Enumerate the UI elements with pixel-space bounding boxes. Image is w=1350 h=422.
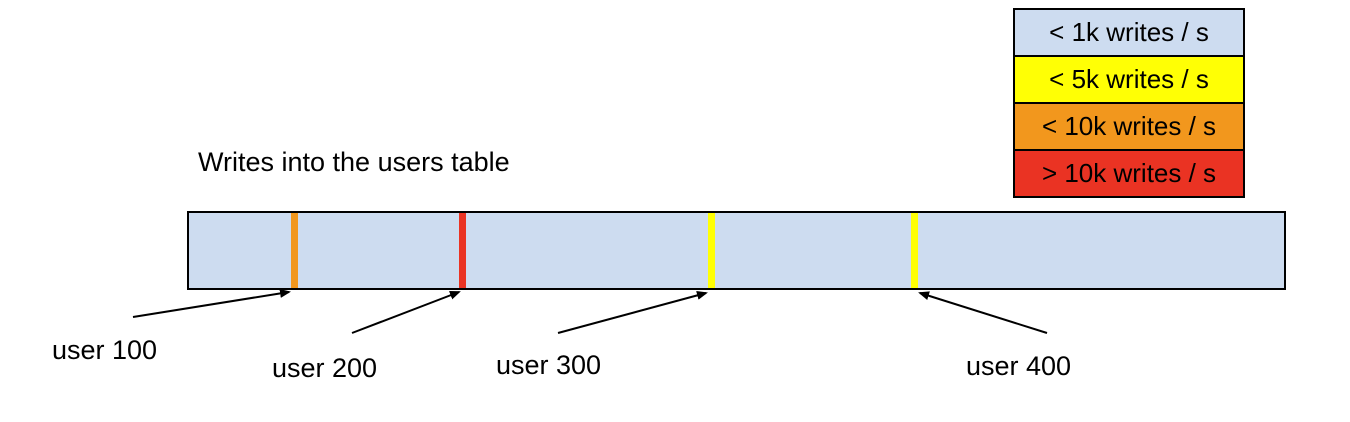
label-user-100: user 100 [52, 335, 158, 365]
arrow-user-400 [918, 291, 1048, 334]
legend-item-lt-1k: < 1k writes / s [1013, 8, 1245, 57]
legend-item-lt-5k: < 5k writes / s [1013, 55, 1245, 104]
label-user-200: user 200 [272, 353, 378, 383]
stripe-user-300 [708, 213, 716, 288]
label-user-400: user 400 [966, 351, 1072, 381]
legend-item-gt-10k: > 10k writes / s [1013, 149, 1245, 198]
diagram-title: Writes into the users table [198, 147, 510, 177]
arrow-user-200 [351, 291, 461, 334]
stripe-user-400 [911, 213, 919, 288]
stripe-user-100 [290, 213, 298, 288]
stripe-user-200 [459, 213, 467, 288]
arrow-user-100 [132, 288, 291, 318]
arrow-user-300 [557, 291, 708, 334]
users-table-bar [187, 211, 1286, 290]
legend-item-lt-10k: < 10k writes / s [1013, 102, 1245, 151]
label-user-300: user 300 [496, 350, 602, 380]
legend: < 1k writes / s < 5k writes / s < 10k wr… [1013, 8, 1245, 198]
